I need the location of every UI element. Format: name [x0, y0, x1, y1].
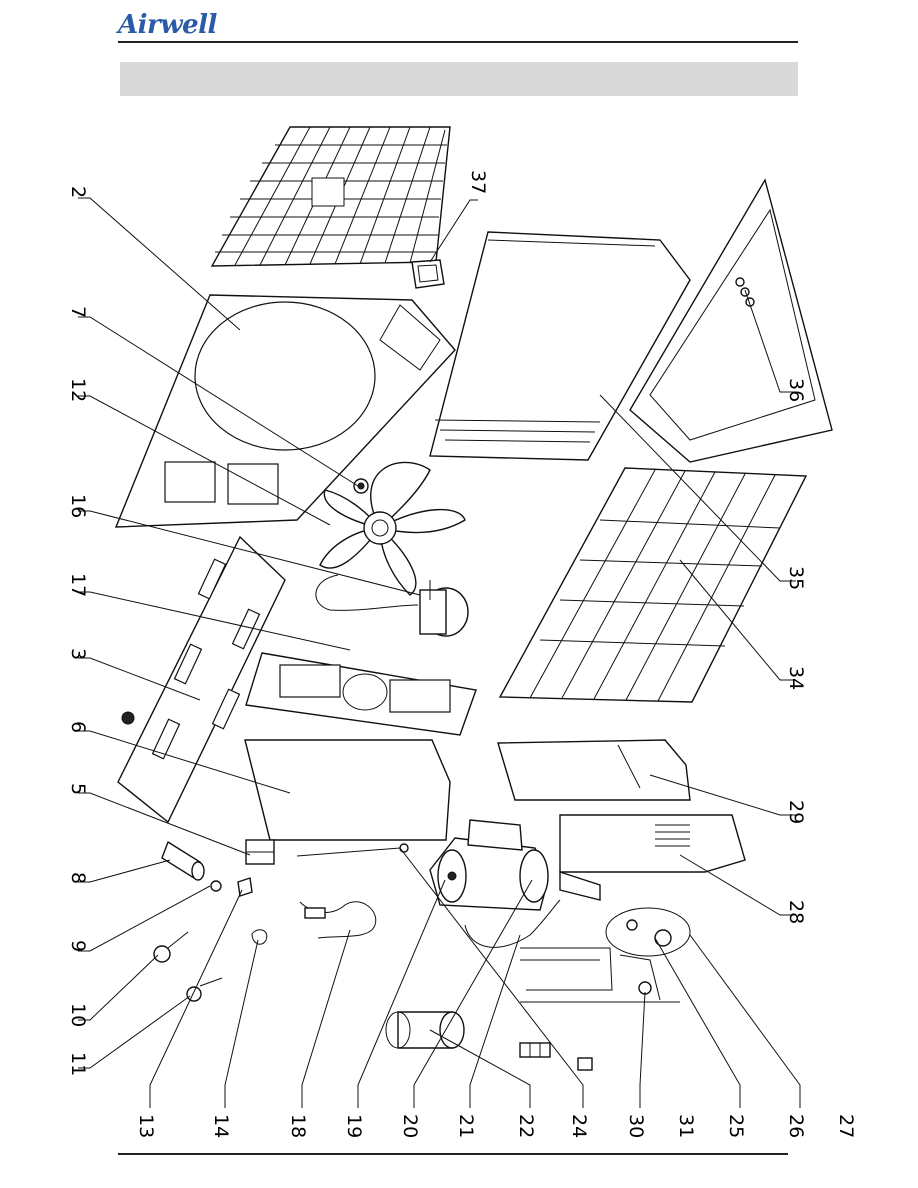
wire-probe: [296, 843, 409, 857]
label-19: 19: [343, 1114, 365, 1138]
label-5: 5: [67, 783, 89, 795]
electrical-box: [559, 814, 746, 901]
condenser-coil: [429, 231, 691, 461]
fan-nut: [353, 478, 369, 494]
label-2: 2: [67, 186, 89, 198]
header-rule: [118, 41, 798, 43]
terminal-block-large: [519, 1042, 551, 1058]
label-20: 20: [399, 1114, 421, 1138]
label-22: 22: [515, 1114, 537, 1138]
label-30: 30: [625, 1114, 647, 1138]
footer-rule: [118, 1153, 788, 1155]
label-9: 9: [67, 940, 89, 952]
terminal-block-small: [577, 1057, 593, 1071]
run-capacitor: [385, 1011, 465, 1049]
label-14: 14: [210, 1114, 232, 1138]
fan-motor: [315, 574, 469, 637]
label-34: 34: [785, 666, 807, 690]
gas-valve: [153, 931, 189, 963]
label-37: 37: [467, 170, 489, 194]
label-6: 6: [67, 721, 89, 733]
label-16: 16: [67, 494, 89, 518]
compressor-wiring: [464, 899, 561, 948]
front-grille: [210, 126, 451, 267]
clip-part: [411, 259, 445, 289]
label-28: 28: [785, 900, 807, 924]
base-tray: [117, 535, 286, 824]
rear-grille: [498, 467, 808, 703]
small-capacitor: [161, 840, 205, 881]
label-26: 26: [785, 1114, 807, 1138]
title-band: [120, 62, 798, 96]
airwell-logo: Airwell: [118, 10, 217, 40]
label-25: 25: [725, 1114, 747, 1138]
label-29: 29: [785, 800, 807, 824]
cable-clip: [251, 929, 268, 945]
compressor: [429, 819, 549, 911]
label-17: 17: [67, 573, 89, 597]
label-11: 11: [67, 1052, 89, 1076]
fan-bracket: [245, 652, 477, 736]
reversing-valve: [605, 907, 691, 957]
label-36: 36: [785, 378, 807, 402]
label-21: 21: [455, 1114, 477, 1138]
side-bracket: [497, 739, 691, 801]
part-labels: 2 7 12 16 17 3 6 5 8 9 10 11 13 14 18 19…: [67, 170, 857, 1138]
temperature-sensor: [299, 901, 377, 939]
label-27: 27: [835, 1114, 857, 1138]
label-10: 10: [67, 1003, 89, 1027]
fan-blade: [319, 461, 466, 596]
label-24: 24: [568, 1114, 590, 1138]
front-panel: [114, 294, 456, 528]
label-3: 3: [67, 648, 89, 660]
label-18: 18: [287, 1114, 309, 1138]
partition-panel: [244, 739, 451, 841]
label-31: 31: [675, 1114, 697, 1138]
label-13: 13: [135, 1114, 157, 1138]
screw: [210, 880, 222, 892]
label-35: 35: [785, 566, 807, 590]
relay-block: [245, 839, 275, 865]
label-12: 12: [67, 378, 89, 402]
liquid-valve: [186, 977, 223, 1002]
label-8: 8: [67, 872, 89, 884]
label-7: 7: [67, 306, 89, 318]
